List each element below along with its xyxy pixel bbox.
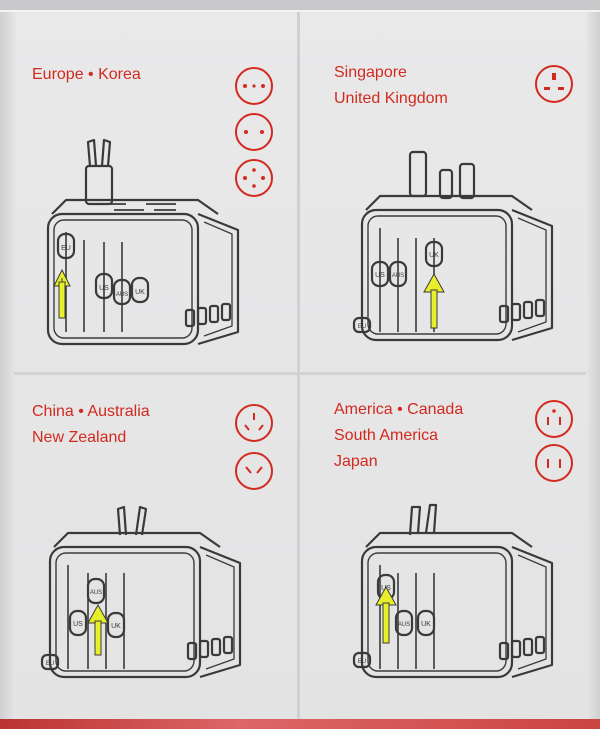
- label-line: Singapore: [334, 64, 407, 81]
- panel-label: America • Canada South America Japan: [334, 397, 463, 475]
- slot-label-eu: EU: [358, 659, 366, 665]
- label-line: Japan: [334, 453, 378, 470]
- panel-label: Europe • Korea: [32, 62, 141, 88]
- panel-divider-horizontal: [14, 372, 586, 375]
- panel-china-australia: China • Australia New Zealand: [16, 375, 297, 719]
- box-top-edge: [0, 0, 600, 12]
- slot-label-eu: EU: [61, 245, 71, 252]
- arrow-up-icon: [423, 272, 445, 329]
- socket-china-three-flat-pin-icon: [235, 404, 273, 442]
- label-line: America • Canada: [334, 401, 464, 418]
- arrow-up-icon: [53, 268, 71, 319]
- label-line: United Kingdom: [334, 90, 448, 107]
- socket-round-pin-earth-icon: [235, 159, 273, 197]
- label-line: Europe • Korea: [32, 66, 141, 83]
- slot-label-aus: AUS: [392, 273, 404, 279]
- slot-label-us: US: [99, 285, 109, 292]
- adapter-illustration-uk: US AUS UK EU: [352, 150, 554, 342]
- panel-singapore-uk: Singapore United Kingdom: [300, 12, 586, 372]
- slot-label-aus: AUS: [116, 292, 128, 298]
- slot-label-aus: AUS: [90, 590, 102, 596]
- socket-uk-three-pin-icon: [535, 65, 573, 103]
- slot-label-eu: EU: [358, 324, 366, 330]
- label-line: South America: [334, 427, 439, 444]
- arrow-up-icon: [87, 603, 109, 656]
- slot-label-uk: UK: [429, 252, 439, 259]
- panel-label: Singapore United Kingdom: [334, 60, 448, 112]
- socket-angled-two-pin-icon: [235, 452, 273, 490]
- adapter-illustration-aus: AUS US UK EU: [40, 505, 242, 679]
- slot-label-eu: EU: [46, 661, 54, 667]
- adapter-illustration-eu: EU US AUS UK: [46, 138, 240, 346]
- slot-label-us: US: [73, 621, 83, 628]
- slot-label-uk: UK: [111, 623, 121, 630]
- adapter-illustration-us: US AUS UK EU: [352, 503, 554, 679]
- box-right-edge: [586, 0, 600, 729]
- arrow-up-icon: [375, 585, 397, 644]
- panel-divider-vertical: [297, 12, 300, 719]
- slot-label-aus: AUS: [398, 622, 410, 628]
- box-left-edge: [0, 0, 16, 729]
- socket-us-two-flat-pin-icon: [535, 444, 573, 482]
- panel-europe-korea: Europe • Korea: [16, 12, 297, 372]
- panel-label: China • Australia New Zealand: [32, 399, 150, 451]
- label-line: China • Australia: [32, 403, 150, 420]
- socket-two-round-pin-icon: [235, 67, 273, 105]
- panel-america-canada: America • Canada South America Japan: [300, 375, 586, 719]
- slot-label-us: US: [375, 272, 385, 279]
- socket-us-three-pin-icon: [535, 400, 573, 438]
- box-bottom-edge: [0, 719, 600, 729]
- slot-label-uk: UK: [135, 289, 145, 296]
- label-line: New Zealand: [32, 429, 127, 446]
- socket-two-round-pin-icon: [235, 113, 273, 151]
- slot-label-uk: UK: [421, 621, 431, 628]
